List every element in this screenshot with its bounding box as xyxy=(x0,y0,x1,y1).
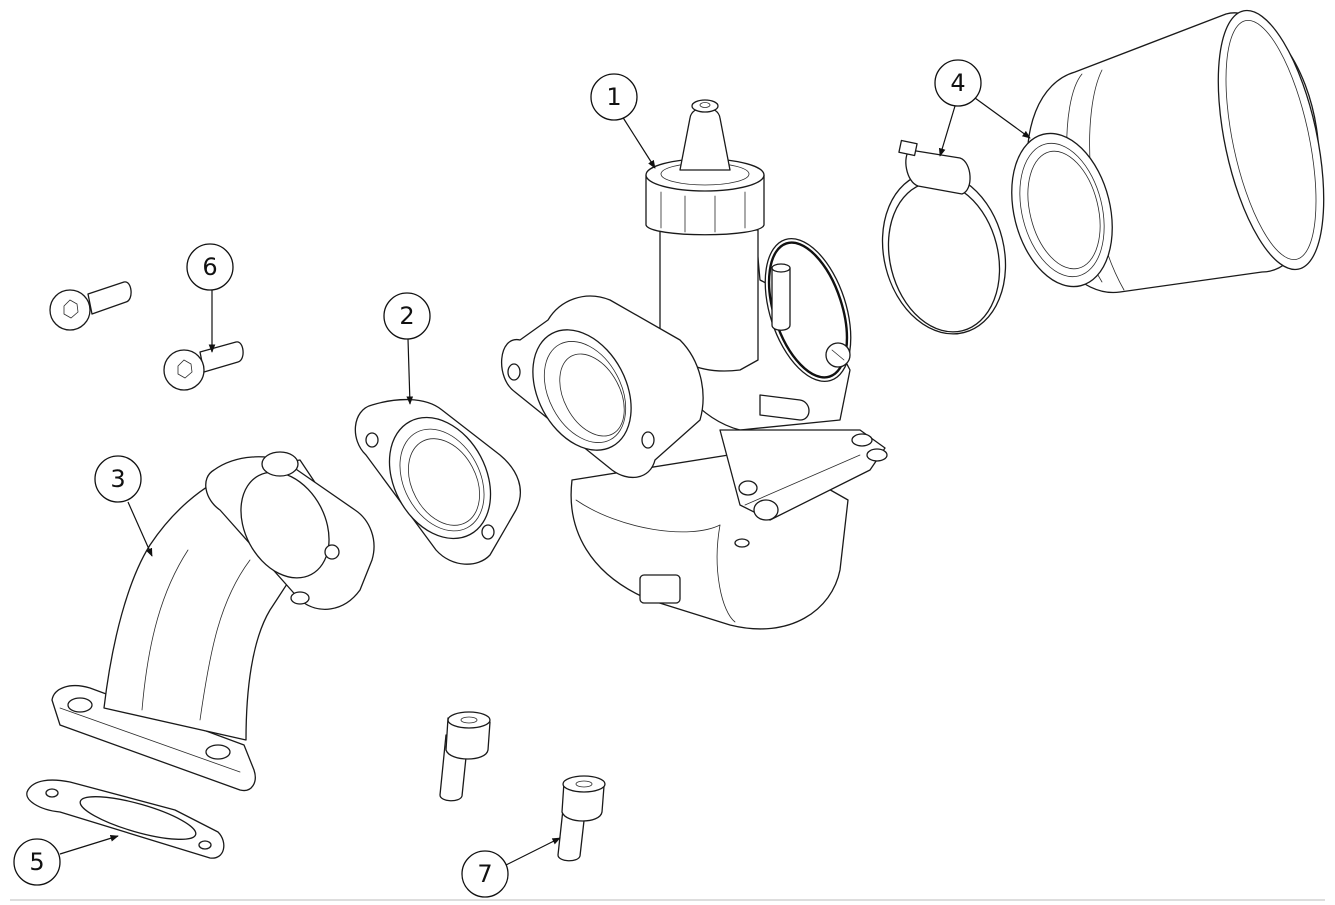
callout-3: 3 xyxy=(94,455,153,557)
air-filter xyxy=(1011,9,1325,294)
base-gasket xyxy=(26,779,225,859)
callout-6: 6 xyxy=(186,243,234,353)
callout-2: 2 xyxy=(383,292,431,405)
flange-spacer xyxy=(354,398,521,565)
callout-2-label: 2 xyxy=(399,302,414,330)
bolt-vertical-right xyxy=(557,775,606,862)
bolt-vertical-center xyxy=(439,711,491,802)
callout-3-label: 3 xyxy=(110,465,125,493)
carburetor xyxy=(501,99,888,630)
callout-5: 5 xyxy=(13,835,119,886)
callout-1-label: 1 xyxy=(606,83,621,111)
intake-manifold xyxy=(51,451,375,792)
callout-4-label: 4 xyxy=(950,69,965,97)
callout-4: 4 xyxy=(934,59,1031,157)
hose-clamp xyxy=(881,139,1007,335)
callout-7: 7 xyxy=(461,837,561,898)
callout-5-label: 5 xyxy=(29,848,44,876)
callout-6-label: 6 xyxy=(202,253,217,281)
callout-1: 1 xyxy=(590,73,656,169)
callout-7-label: 7 xyxy=(477,860,492,888)
bolt-upper-left xyxy=(49,281,132,331)
bolt-lower-left xyxy=(163,341,244,391)
